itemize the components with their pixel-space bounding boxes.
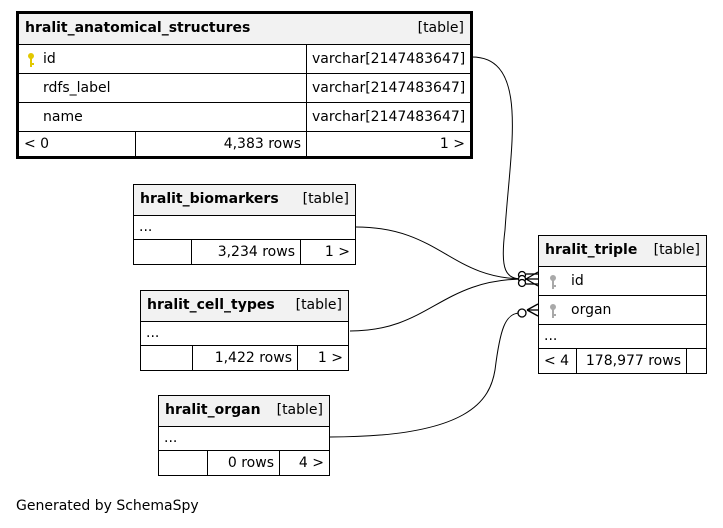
table-header: hralit_triple [table] (539, 236, 706, 266)
crows-foot-organ-marker (517, 303, 539, 318)
table-header: hralit_anatomical_structures [table] (19, 14, 470, 44)
table-cell-types[interactable]: hralit_cell_types [table] ... 1,422 rows… (140, 290, 349, 371)
table-name: hralit_organ (165, 402, 261, 418)
column-row-name[interactable]: name varchar[2147483647] (19, 102, 470, 131)
connector-anatomical-to-triple (471, 56, 526, 280)
column-row-rdfs-label[interactable]: rdfs_label varchar[2147483647] (19, 73, 470, 102)
parents-count[interactable] (134, 240, 191, 264)
table-footer: 0 rows 4 > (159, 450, 329, 475)
children-count[interactable]: 1 > (300, 240, 355, 264)
foreign-key-icon (550, 275, 556, 289)
table-biomarkers[interactable]: hralit_biomarkers [table] ... 3,234 rows… (133, 184, 356, 265)
parents-count[interactable] (141, 346, 192, 370)
connector-biomarkers-to-triple (355, 226, 526, 280)
row-count: 1,422 rows (192, 346, 297, 370)
connector-cell-types-to-triple (349, 278, 526, 332)
row-count: 0 rows (207, 451, 279, 475)
column-row-id[interactable]: id (539, 266, 706, 295)
primary-key-icon (28, 53, 34, 67)
table-kind: [table] (653, 242, 700, 258)
column-name: organ (571, 302, 612, 318)
column-name: id (571, 273, 584, 289)
crows-foot-id-marker (517, 270, 539, 288)
children-count[interactable] (686, 349, 706, 373)
connector-organ-to-triple (329, 312, 521, 438)
table-name: hralit_anatomical_structures (25, 20, 251, 36)
column-name: id (43, 51, 56, 67)
table-kind: [table] (276, 402, 323, 418)
row-count: 3,234 rows (191, 240, 300, 264)
children-count[interactable]: 4 > (279, 451, 329, 475)
columns-ellipsis: ... (134, 215, 355, 239)
table-header: hralit_organ [table] (159, 396, 329, 426)
column-row-organ[interactable]: organ (539, 295, 706, 324)
parents-count[interactable] (159, 451, 207, 475)
children-count[interactable]: 1 > (306, 132, 470, 156)
table-header: hralit_biomarkers [table] (134, 185, 355, 215)
parents-count[interactable]: < 0 (24, 136, 50, 152)
children-count[interactable]: 1 > (297, 346, 348, 370)
table-triple[interactable]: hralit_triple [table] id organ ... < 4 1… (538, 235, 707, 374)
table-kind: [table] (302, 191, 349, 207)
foreign-key-icon (550, 304, 556, 318)
column-row-id[interactable]: id varchar[2147483647] (19, 44, 470, 73)
column-name: name (43, 109, 83, 125)
column-type: varchar[2147483647] (306, 45, 470, 73)
table-kind: [table] (295, 297, 342, 313)
row-count: 178,977 rows (576, 349, 686, 373)
parents-count[interactable]: < 4 (544, 353, 570, 369)
row-count: 4,383 rows (135, 132, 306, 156)
table-header: hralit_cell_types [table] (141, 291, 348, 321)
table-name: hralit_cell_types (147, 297, 275, 313)
table-kind: [table] (417, 20, 464, 36)
table-name: hralit_triple (545, 242, 638, 258)
table-footer: 1,422 rows 1 > (141, 345, 348, 370)
table-footer: < 0 4,383 rows 1 > (19, 131, 470, 156)
table-footer: 3,234 rows 1 > (134, 239, 355, 264)
columns-ellipsis: ... (159, 426, 329, 450)
column-type: varchar[2147483647] (306, 103, 470, 131)
table-anatomical-structures[interactable]: hralit_anatomical_structures [table] id … (16, 11, 473, 159)
columns-ellipsis: ... (539, 324, 706, 348)
column-name: rdfs_label (43, 80, 111, 96)
columns-ellipsis: ... (141, 321, 348, 345)
column-type: varchar[2147483647] (306, 74, 470, 102)
table-organ[interactable]: hralit_organ [table] ... 0 rows 4 > (158, 395, 330, 476)
table-footer: < 4 178,977 rows (539, 348, 706, 373)
table-name: hralit_biomarkers (140, 191, 279, 207)
generated-by-label: Generated by SchemaSpy (16, 498, 199, 514)
